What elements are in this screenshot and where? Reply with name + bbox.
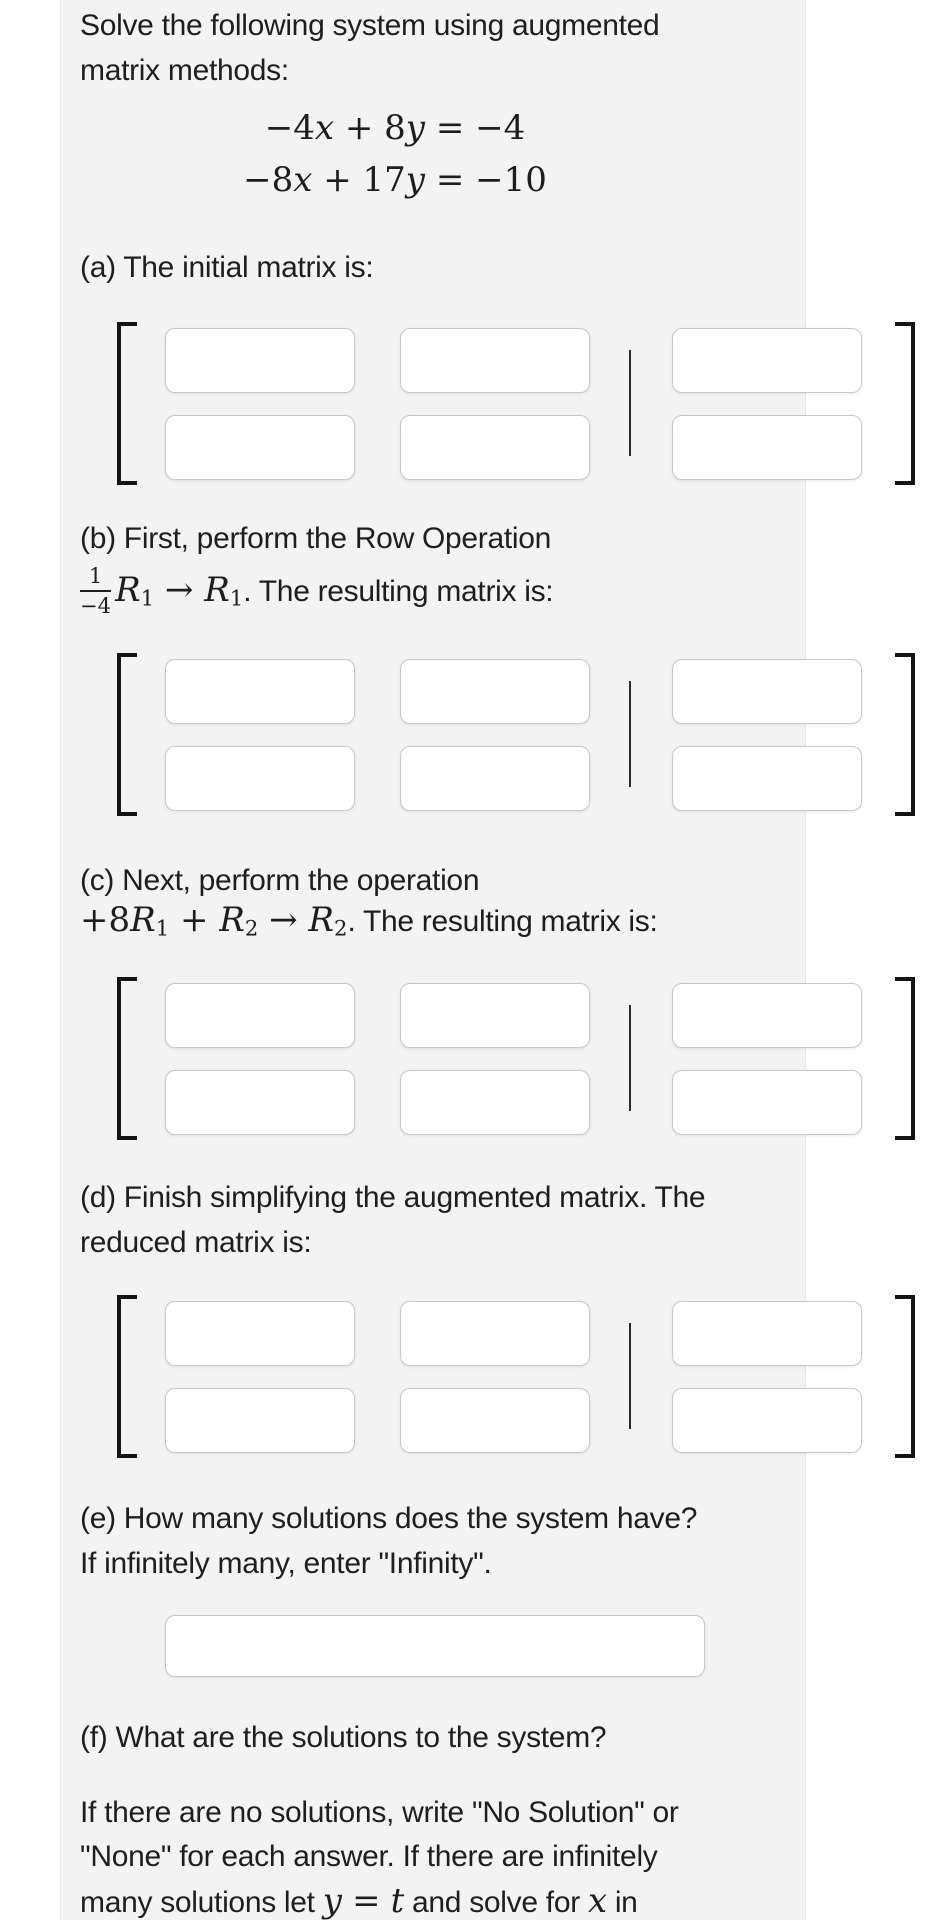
matrix-d-cell-r2c2[interactable] (400, 1388, 590, 1453)
matrix-d-cell-r2c1[interactable] (165, 1388, 355, 1453)
matrix-b-cell-r2c2[interactable] (400, 746, 590, 811)
right-bracket-icon (895, 322, 915, 485)
matrix-b-cell-r1c3[interactable] (672, 659, 862, 724)
matrix-b-cell-r1c2[interactable] (400, 659, 590, 724)
augment-divider (629, 1005, 631, 1111)
matrix-a-cell-r1c1[interactable] (165, 328, 355, 393)
matrix-b (0, 653, 944, 816)
matrix-c-cell-r2c1[interactable] (165, 1070, 355, 1135)
matrix-a (0, 322, 944, 485)
part-e-heading-line1: (e) How many solutions does the system h… (80, 1502, 698, 1535)
left-bracket-icon (117, 1295, 137, 1458)
part-d-heading-line1: (d) Finish simplifying the augmented mat… (80, 1181, 706, 1214)
right-bracket-icon (895, 1295, 915, 1458)
augment-divider (629, 1323, 631, 1429)
matrix-a-cell-r1c3[interactable] (672, 328, 862, 393)
part-e-heading-line2: If infinitely many, enter "Infinity". (80, 1547, 492, 1580)
matrix-c-cell-r2c2[interactable] (400, 1070, 590, 1135)
part-f-instructions-line1: If there are no solutions, write "No Sol… (80, 1796, 679, 1829)
matrix-a-cell-r2c3[interactable] (672, 415, 862, 480)
matrix-b-cell-r1c1[interactable] (165, 659, 355, 724)
matrix-c-cell-r2c3[interactable] (672, 1070, 862, 1135)
matrix-d-cell-r1c3[interactable] (672, 1301, 862, 1366)
left-bracket-icon (117, 977, 137, 1140)
part-c-heading-line1: (c) Next, perform the operation (80, 864, 480, 897)
matrix-a-cell-r1c2[interactable] (400, 328, 590, 393)
augment-divider (629, 681, 631, 787)
matrix-d (0, 1295, 944, 1458)
part-c-row-operation: +8R1 + R2 → R2. The resulting matrix is: (80, 900, 658, 941)
matrix-b-cell-r2c3[interactable] (672, 746, 862, 811)
equation-1: −4x + 8y = −4 (264, 108, 526, 148)
part-f-instructions-line3: many solutions let y = t and solve for x… (80, 1881, 638, 1920)
matrix-c-cell-r1c1[interactable] (165, 983, 355, 1048)
matrix-d-cell-r2c3[interactable] (672, 1388, 862, 1453)
matrix-d-cell-r1c1[interactable] (165, 1301, 355, 1366)
matrix-c-cell-r1c2[interactable] (400, 983, 590, 1048)
matrix-a-cell-r2c2[interactable] (400, 415, 590, 480)
matrix-a-cell-r2c1[interactable] (165, 415, 355, 480)
matrix-c (0, 977, 944, 1140)
equation-2: −8x + 17y = −10 (243, 160, 547, 200)
part-f-instructions-line2: "None" for each answer. If there are inf… (80, 1840, 658, 1873)
problem-statement-line1: Solve the following system using augment… (80, 9, 660, 42)
solution-count-input[interactable] (165, 1615, 705, 1677)
left-bracket-icon (117, 653, 137, 816)
part-f-heading: (f) What are the solutions to the system… (80, 1721, 607, 1754)
part-a-heading: (a) The initial matrix is: (80, 251, 374, 284)
matrix-b-cell-r2c1[interactable] (165, 746, 355, 811)
part-d-heading-line2: reduced matrix is: (80, 1226, 312, 1259)
content-panel (60, 0, 806, 1920)
left-bracket-icon (117, 322, 137, 485)
matrix-d-cell-r1c2[interactable] (400, 1301, 590, 1366)
right-bracket-icon (895, 653, 915, 816)
problem-statement-line2: matrix methods: (80, 54, 289, 87)
right-bracket-icon (895, 977, 915, 1140)
part-b-heading-line1: (b) First, perform the Row Operation (80, 522, 552, 555)
matrix-c-cell-r1c3[interactable] (672, 983, 862, 1048)
augment-divider (629, 350, 631, 456)
